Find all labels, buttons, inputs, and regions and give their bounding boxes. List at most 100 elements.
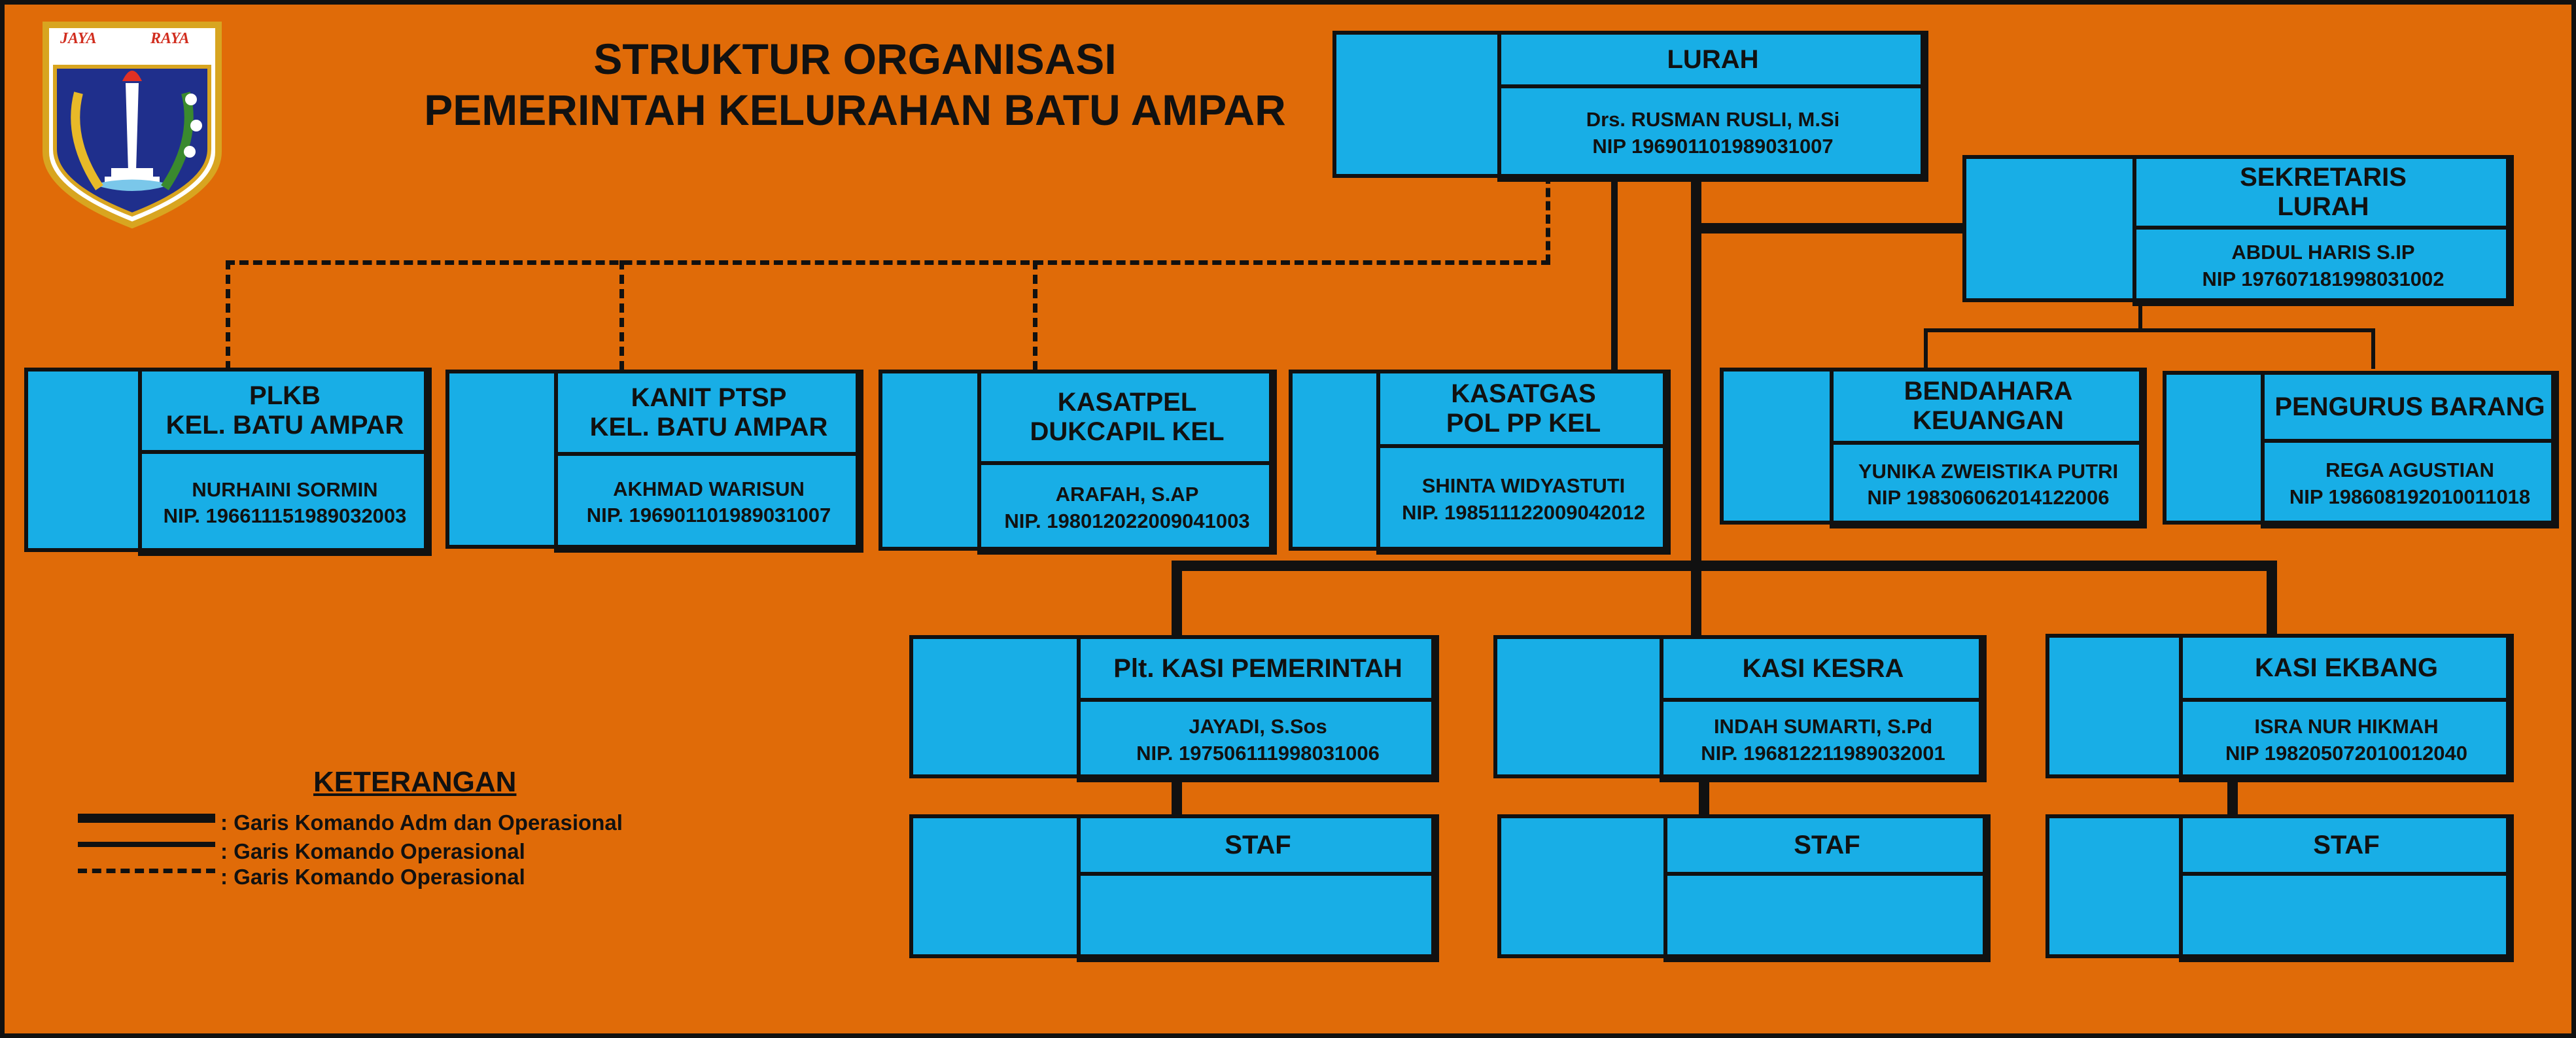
dashed-bar: [226, 260, 1550, 265]
staf-pemerintah-box: STAF: [909, 814, 1439, 962]
lurah-details: Drs. RUSMAN RUSLI, M.Si NIP 196901101989…: [1497, 84, 1928, 182]
bendahara-details: YUNIKA ZWEISTIKA PUTRI NIP 1983060620141…: [1830, 441, 2147, 528]
sekretaris-box: SEKRETARIS LURAH ABDUL HARIS S.IP NIP 19…: [1962, 155, 2514, 306]
kasatpel-details: ARAFAH, S.AP NIP. 198012022009041003: [977, 461, 1277, 555]
kasi-kesra-details: INDAH SUMARTI, S.Pd NIP. 196812211989032…: [1660, 698, 1987, 782]
plkb-position-l1: PLKB: [249, 381, 321, 411]
pengurus-barang-box: PENGURUS BARANG REGA AGUSTIAN NIP 198608…: [2163, 371, 2559, 528]
staf-ekbang-connector: [2227, 778, 2238, 816]
pengurus-barang-nip: NIP 198608192010011018: [2289, 485, 2531, 508]
legend-label-thin: : Garis Komando Operasional: [220, 839, 525, 863]
bendahara-title: BENDAHARA KEUANGAN: [1830, 368, 2147, 445]
kasi-ekbang-nip: NIP 198205072010012040: [2225, 741, 2468, 765]
plkb-nip: NIP. 196611151989032003: [163, 504, 407, 527]
dashed-ptsp-drop: [619, 260, 624, 370]
kasi-kesra-title: KASI KESRA: [1660, 635, 1987, 702]
sekretaris-connector-line: [1691, 223, 1966, 234]
kasatpel-position-l2: DUKCAPIL KEL: [1030, 417, 1225, 446]
sekretaris-title: SEKRETARIS LURAH: [2132, 155, 2514, 230]
staf-kesra-position: STAF: [1794, 830, 1860, 859]
kasatgas-connector-h: [1611, 172, 1618, 372]
pengurus-drop-line: [2371, 328, 2375, 369]
plkb-box: PLKB KEL. BATU AMPAR NURHAINI SORMIN NIP…: [24, 368, 432, 556]
plkb-position-l2: KEL. BATU AMPAR: [165, 411, 404, 440]
dashed-kasatpel-drop: [1033, 260, 1037, 370]
kasi-ekbang-details: ISRA NUR HIKMAH NIP 198205072010012040: [2179, 698, 2514, 782]
legend-dashed-line: [78, 869, 215, 873]
plkb-details: NURHAINI SORMIN NIP. 196611151989032003: [138, 450, 432, 556]
kanit-ptsp-position-l1: KANIT PTSP: [631, 383, 787, 413]
sekretaris-name: ABDUL HARIS S.IP: [2231, 241, 2415, 264]
kasatgas-nip: NIP. 198511122009042012: [1402, 500, 1645, 524]
kasatgas-position-l1: KASATGAS: [1451, 379, 1596, 409]
kasi-kesra-nip: NIP. 196812211989032001: [1701, 741, 1945, 765]
sekretaris-position-l2: LURAH: [2277, 192, 2369, 221]
kanit-ptsp-title: KANIT PTSP KEL. BATU AMPAR: [554, 370, 863, 456]
kasatpel-box: KASATPEL DUKCAPIL KEL ARAFAH, S.AP NIP. …: [879, 370, 1277, 555]
kasi-ekbang-title: KASI EKBANG: [2179, 634, 2514, 702]
dashed-plkb-drop: [226, 260, 230, 370]
bendahara-position-l2: KEUANGAN: [1912, 406, 2064, 435]
sekretaris-details: ABDUL HARIS S.IP NIP 197607181998031002: [2132, 226, 2514, 306]
legend-thin-line: [78, 842, 215, 847]
page-title-line2: PEMERINTAH KELURAHAN BATU AMPAR: [424, 86, 1286, 134]
kasi-ekbang-drop: [2267, 561, 2277, 638]
kasatgas-title: KASATGAS POL PP KEL: [1376, 370, 1671, 448]
kasi-ekbang-name: ISRA NUR HIKMAH: [2254, 715, 2439, 738]
dashed-lurah-drop: [1546, 175, 1550, 264]
kasi-pemerintah-name: JAYADI, S.Sos: [1189, 715, 1327, 738]
kasatpel-nip: NIP. 198012022009041003: [1004, 509, 1250, 532]
kasi-ekbang-position: KASI EKBANG: [2254, 653, 2439, 682]
kasi-pemerintah-nip: NIP. 197506111998031006: [1136, 741, 1380, 765]
sekretaris-position-l1: SEKRETARIS: [2240, 163, 2407, 192]
kasi-pemerintah-details: JAYADI, S.Sos NIP. 197506111998031006: [1077, 698, 1439, 782]
kasi-pemerintah-title: Plt. KASI PEMERINTAH: [1077, 635, 1439, 702]
legend-label-thick: : Garis Komando Adm dan Operasional: [220, 810, 623, 835]
bendahara-name: YUNIKA ZWEISTIKA PUTRI: [1858, 459, 2119, 483]
lurah-position: LURAH: [1667, 44, 1759, 74]
staf-pemerintah-position: STAF: [1225, 830, 1291, 859]
lurah-nip: NIP 196901101989031007: [1592, 134, 1834, 158]
staf-kesra-connector: [1699, 778, 1709, 816]
bendahara-drop-line: [1924, 328, 1928, 369]
legend-title: KETERANGAN: [313, 766, 517, 798]
bendahara-box: BENDAHARA KEUANGAN YUNIKA ZWEISTIKA PUTR…: [1720, 368, 2147, 528]
kasi-bar-line: [1172, 561, 2277, 571]
sekretaris-nip: NIP 197607181998031002: [2202, 267, 2445, 290]
lurah-box: LURAH Drs. RUSMAN RUSLI, M.Si NIP 196901…: [1332, 31, 1928, 182]
lurah-name: Drs. RUSMAN RUSLI, M.Si: [1586, 108, 1840, 131]
kasi-ekbang-box: KASI EKBANG ISRA NUR HIKMAH NIP 19820507…: [2045, 634, 2514, 782]
lurah-title: LURAH: [1497, 31, 1928, 88]
jakarta-coat-of-arms-icon: [43, 22, 222, 229]
pengurus-barang-name: REGA AGUSTIAN: [2325, 458, 2494, 482]
staf-kesra-title: STAF: [1663, 814, 1991, 876]
staf-pemerintah-connector: [1172, 778, 1182, 816]
kasatgas-box: KASATGAS POL PP KEL SHINTA WIDYASTUTI NI…: [1289, 370, 1671, 555]
pengurus-barang-title: PENGURUS BARANG: [2261, 371, 2559, 443]
staf-kesra-body: [1663, 872, 1991, 962]
kasi-kesra-name: INDAH SUMARTI, S.Pd: [1713, 715, 1933, 738]
kasi-kesra-box: KASI KESRA INDAH SUMARTI, S.Pd NIP. 1968…: [1493, 635, 1987, 782]
staf-ekbang-box: STAF: [2045, 814, 2514, 962]
kasi-pemerintah-position: Plt. KASI PEMERINTAH: [1113, 653, 1402, 683]
page-title-line1: STRUKTUR ORGANISASI: [593, 35, 1117, 83]
logo-text-left: JAYA: [60, 30, 97, 47]
kasi-kesra-position: KASI KESRA: [1742, 653, 1904, 683]
bendahara-nip: NIP 198306062014122006: [1867, 486, 2110, 509]
finance-bar-line: [1924, 328, 2375, 332]
main-trunk-line: [1691, 172, 1701, 641]
kanit-ptsp-nip: NIP. 196901101989031007: [586, 504, 831, 527]
staf-ekbang-position: STAF: [2313, 830, 2380, 859]
sekretaris-stem-line: [2138, 298, 2142, 330]
kasi-pemerintah-box: Plt. KASI PEMERINTAH JAYADI, S.Sos NIP. …: [909, 635, 1439, 782]
kasatgas-details: SHINTA WIDYASTUTI NIP. 19851112200904201…: [1376, 444, 1671, 555]
kanit-ptsp-name: AKHMAD WARISUN: [613, 477, 805, 500]
kasi-pemerintah-drop: [1172, 561, 1182, 638]
plkb-name: NURHAINI SORMIN: [192, 477, 378, 501]
logo-text-right: RAYA: [150, 30, 190, 47]
staf-pemerintah-body: [1077, 872, 1439, 962]
kanit-ptsp-box: KANIT PTSP KEL. BATU AMPAR AKHMAD WARISU…: [445, 370, 863, 553]
pengurus-barang-details: REGA AGUSTIAN NIP 198608192010011018: [2261, 439, 2559, 528]
kasatpel-name: ARAFAH, S.AP: [1055, 483, 1199, 506]
